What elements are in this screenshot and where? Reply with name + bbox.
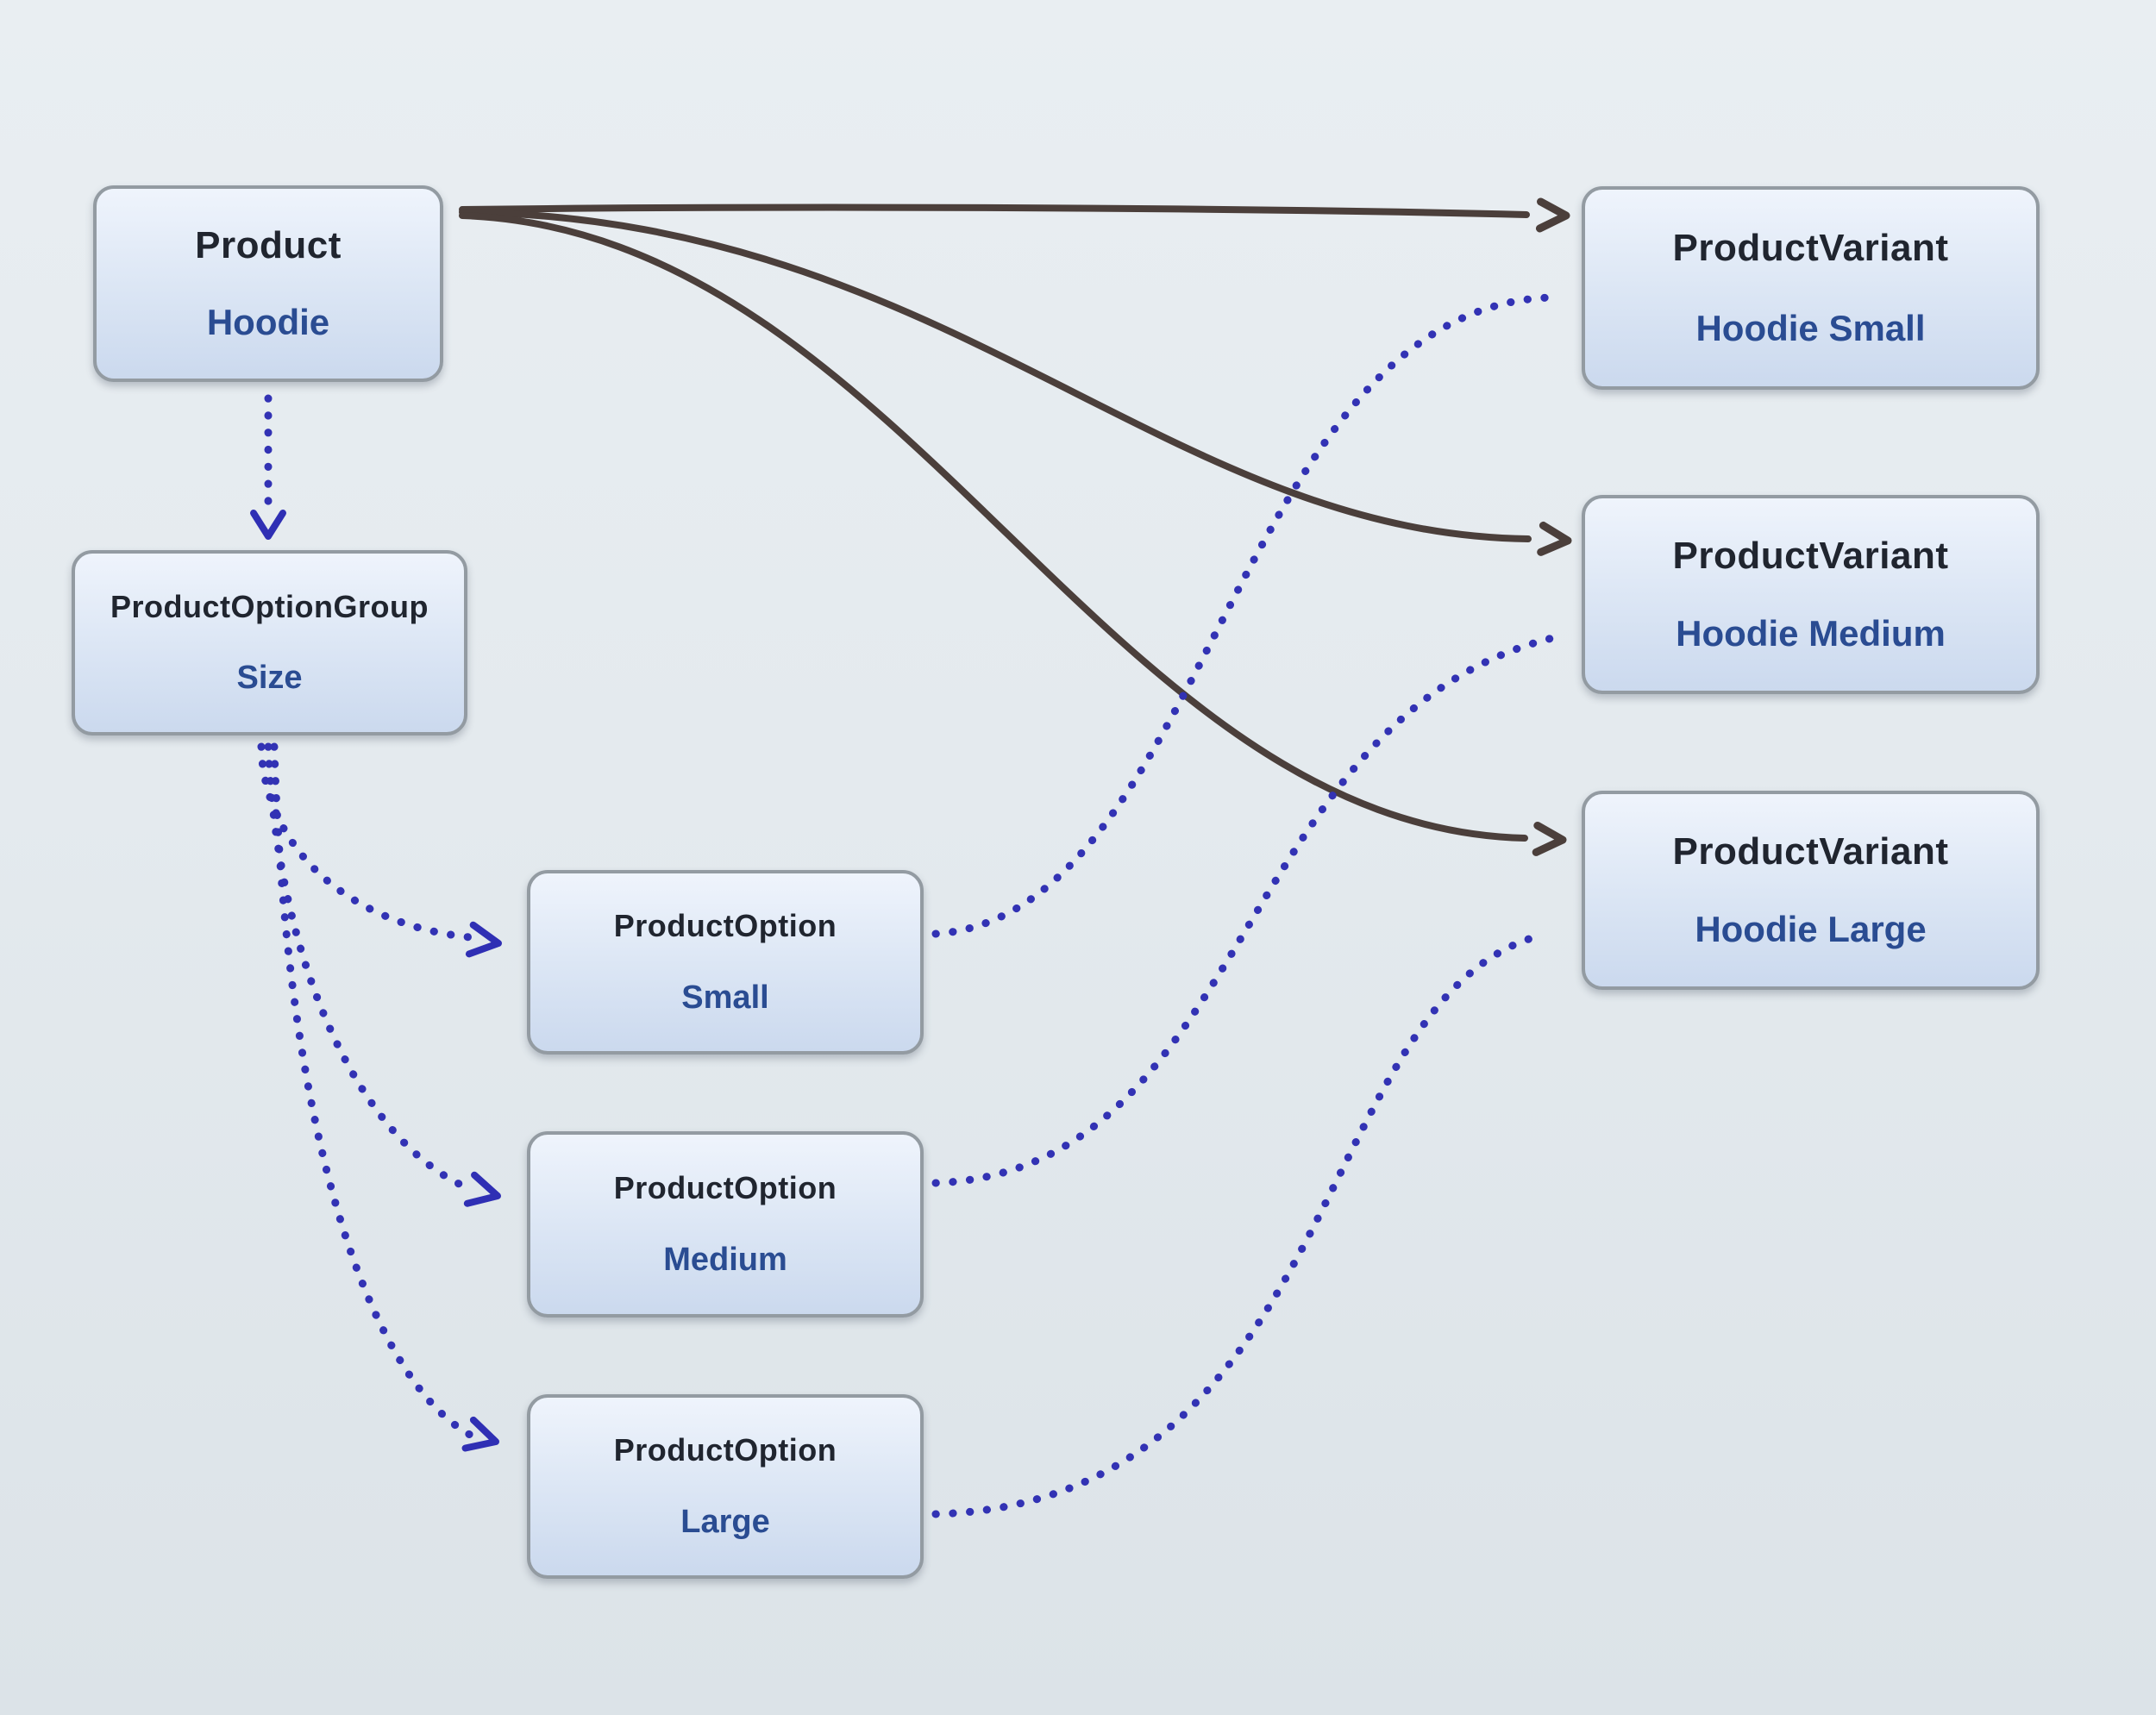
- node-product-option-large: ProductOption Large: [527, 1394, 924, 1579]
- edge-product-to-variant-medium: [459, 209, 1532, 542]
- arrowhead-product-to-variant-large-icon: [1532, 821, 1567, 856]
- arrowhead-option-group-to-option-medium-icon: [463, 1171, 501, 1207]
- edge-option-group-to-option-small: [257, 742, 474, 942]
- node-product-option-small: ProductOption Small: [527, 870, 924, 1055]
- entity-instance-label: Small: [681, 979, 769, 1016]
- node-product-variant-large: ProductVariant Hoodie Large: [1582, 791, 2040, 990]
- entity-type-label: ProductOption: [613, 1170, 837, 1205]
- entity-instance-label: Size: [236, 660, 303, 697]
- arrowhead-option-group-to-option-large-icon: [461, 1416, 499, 1452]
- node-product-variant-medium: ProductVariant Hoodie Medium: [1582, 495, 2040, 694]
- edge-option-medium-to-variant-medium: [931, 634, 1557, 1187]
- entity-instance-label: Hoodie Large: [1695, 909, 1927, 950]
- edge-option-group-to-option-large: [270, 742, 474, 1439]
- entity-type-label: ProductVariant: [1672, 829, 1949, 873]
- entity-type-label: ProductOption: [613, 1432, 837, 1468]
- edge-product-to-variant-large: [459, 212, 1528, 842]
- arrowhead-product-to-variant-small-icon: [1535, 197, 1570, 233]
- entity-instance-label: Large: [680, 1503, 770, 1540]
- edge-option-small-to-variant-small: [931, 293, 1555, 938]
- edge-product-to-variant-small: [459, 203, 1530, 218]
- edge-option-group-to-option-medium: [264, 742, 477, 1194]
- entity-instance-label: Hoodie Medium: [1676, 613, 1946, 654]
- node-product-variant-small: ProductVariant Hoodie Small: [1582, 186, 2040, 390]
- node-product-option-medium: ProductOption Medium: [527, 1131, 924, 1318]
- edge-option-large-to-variant-large: [931, 930, 1548, 1518]
- entity-type-label: ProductVariant: [1672, 534, 1949, 577]
- entity-instance-label: Hoodie Small: [1695, 307, 1926, 348]
- arrowhead-product-to-variant-medium-icon: [1537, 521, 1572, 556]
- entity-type-label: ProductVariant: [1672, 227, 1949, 270]
- entity-type-label: Product: [195, 223, 342, 266]
- entity-type-label: ProductOptionGroup: [110, 588, 429, 624]
- entity-instance-label: Hoodie: [206, 302, 330, 343]
- arrowhead-product-to-option-group-icon: [250, 510, 286, 540]
- node-product-option-group: ProductOptionGroup Size: [72, 550, 467, 735]
- node-product: Product Hoodie: [93, 185, 443, 382]
- entity-type-label: ProductOption: [613, 908, 837, 944]
- entity-instance-label: Medium: [663, 1242, 787, 1278]
- arrowhead-option-group-to-option-small-icon: [465, 921, 502, 958]
